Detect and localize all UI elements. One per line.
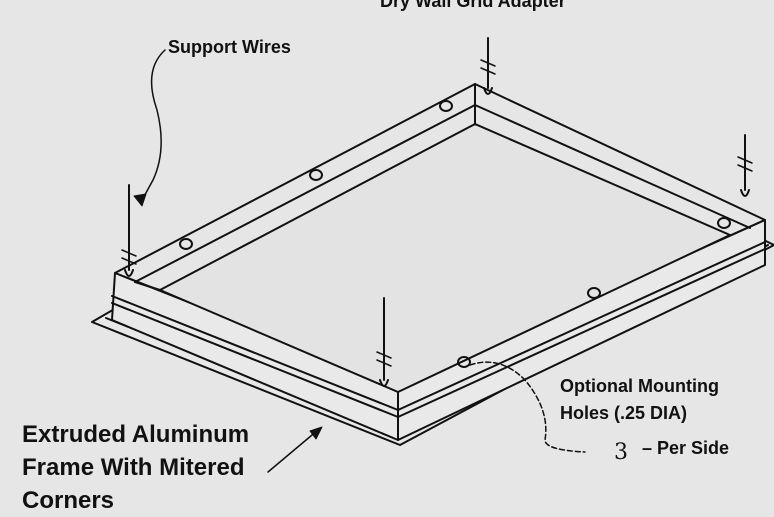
mounting-hole — [457, 356, 471, 368]
per-side-label: – Per Side — [642, 438, 730, 458]
grid-adapter-label: Dry Wall Grid Adapter — [380, 0, 566, 11]
mounting-hole — [179, 238, 193, 250]
mounting-hole — [439, 100, 453, 112]
mounting-hole — [587, 287, 601, 299]
extruded-frame-leader — [267, 429, 319, 473]
mounting-hole — [717, 217, 731, 229]
support-wire — [737, 134, 753, 197]
extruded-frame-label: Extruded Aluminum Frame With Mitered Cor… — [22, 421, 250, 514]
frame-inner-opening — [159, 123, 731, 393]
optional-holes-label: Optional Mounting Holes (.25 DIA) — [560, 376, 719, 423]
per-side-count: 3 — [614, 440, 628, 465]
support-wire — [376, 297, 392, 387]
support-wires-label: Support Wires — [168, 37, 291, 57]
mounting-hole — [309, 169, 323, 181]
support-wire — [480, 37, 496, 95]
optional-holes-leader — [469, 361, 586, 453]
support-wire — [121, 184, 137, 277]
support-wires-leader — [140, 49, 166, 203]
